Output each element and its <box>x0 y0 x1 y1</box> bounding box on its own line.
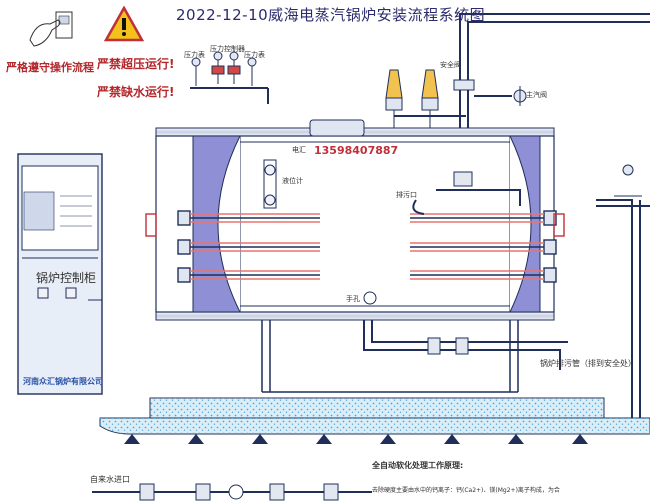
warning-lowwater: 严禁缺水运行! <box>97 85 175 99</box>
heater-elements <box>145 210 565 283</box>
softener-title: 全自动软化处理工作原理: <box>372 461 464 470</box>
label-control-cabinet: 锅炉控制柜 <box>36 271 97 285</box>
heater-left-1 <box>177 210 320 226</box>
label-blowdown-pipe: 锅炉排污管（排到安全处） <box>540 359 636 368</box>
label-phone: 13598407887 <box>314 144 399 157</box>
vessel-supports <box>261 320 519 393</box>
heater-right-1 <box>410 210 557 226</box>
warning-overpressure: 严禁超压运行! <box>97 57 175 71</box>
diagram-title: 2022-12-10威海电蒸汽锅炉安装流程系统图 <box>176 6 486 24</box>
operation-note: 严格遵守操作流程 <box>6 61 94 74</box>
label-manufacturer: 河南众汇锅炉有限公司 <box>23 377 103 386</box>
control-cabinet <box>17 153 103 395</box>
label-gauge-2: 压力控制器 <box>210 45 245 53</box>
water-inlet-pipe <box>92 483 372 501</box>
heater-right-2 <box>410 239 557 255</box>
blowdown-pipes <box>363 164 650 420</box>
label-gauge-1: 压力表 <box>184 51 205 59</box>
label-level-gauge: 液位计 <box>282 177 303 185</box>
label-main-steam-valve: 主汽阀 <box>526 91 547 99</box>
heater-right-3 <box>410 267 557 283</box>
label-hand-hole: 手孔 <box>346 295 360 303</box>
safety-valves <box>385 69 466 128</box>
pressure-gauge-group <box>190 51 269 104</box>
label-drain-hole: 排污口 <box>396 191 417 199</box>
softener-body: 去除硬度主要由水中的钙离子：钙(Ca2+)、镁(Mg2+)离子构成，为合 <box>372 487 560 494</box>
heater-left-2 <box>177 239 320 255</box>
label-gauge-3: 压力表 <box>244 51 265 59</box>
boiler-vessel <box>155 119 555 321</box>
heater-left-3 <box>177 267 320 283</box>
hand-touch-icon <box>29 11 73 47</box>
main-steam-pipe <box>453 13 650 128</box>
label-phone-prefix: 电汇 <box>292 146 306 154</box>
foundation <box>99 397 650 444</box>
label-safety-valve: 安全阀 <box>440 61 461 69</box>
label-water-inlet: 自来水进口 <box>90 475 130 484</box>
warning-triangle-icon <box>103 5 145 42</box>
